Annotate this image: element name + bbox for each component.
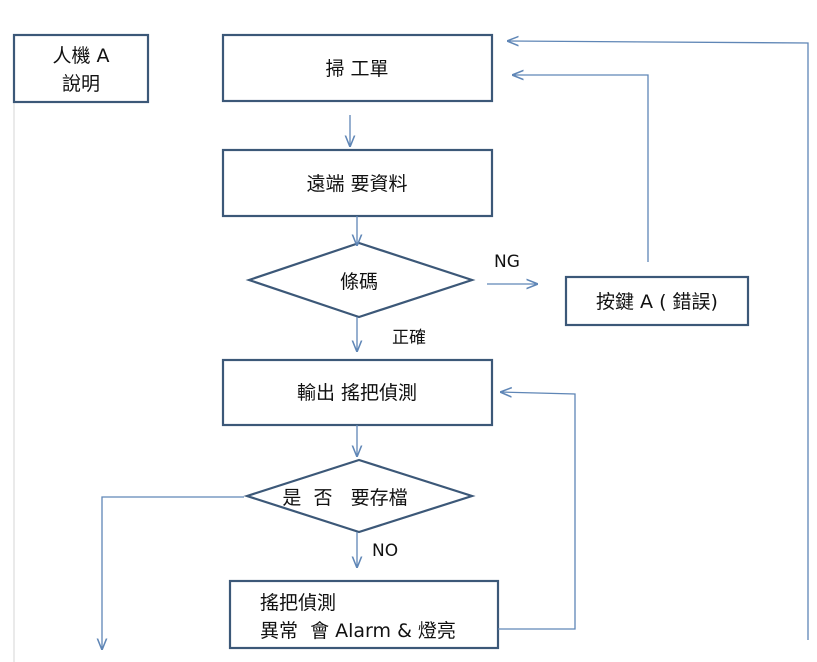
edge-label-no: NO [372, 541, 398, 561]
remote-request-data-label: 遠端 要資料 [306, 173, 407, 195]
edge-label-ng: NG [494, 252, 520, 272]
barcode-decision-label: 條碼 [340, 271, 378, 293]
connector-key-a-back-to-scan [512, 75, 649, 262]
alarm-line-1: 搖把偵測 [260, 592, 336, 614]
remote-request-data-node: 遠端 要資料 [221, 148, 494, 218]
connector-save-yes-exit [102, 496, 244, 650]
scan-work-order-node: 掃 工單 [221, 33, 494, 103]
connector-main-loop-to-scan [507, 41, 809, 640]
legend-line-2: 說明 [62, 73, 100, 95]
edge-label-correct: 正確 [392, 328, 426, 348]
key-a-error-node: 按鍵 A ( 錯誤) [564, 275, 750, 327]
barcode-decision-node: 條碼 [245, 241, 476, 319]
save-decision-node: 是 否 要存檔 [243, 458, 476, 534]
scan-work-order-label: 掃 工單 [325, 58, 388, 80]
key-a-error-label: 按鍵 A ( 錯誤) [596, 291, 718, 313]
alarm-line-2: 異常 會 Alarm & 燈亮 [260, 620, 456, 642]
output-rocker-detect-label: 輸出 搖把偵測 [297, 382, 417, 404]
save-decision-label: 是 否 要存檔 [282, 487, 407, 509]
legend-box: 人機 A 說明 [12, 33, 150, 104]
legend-line-1: 人機 A [52, 45, 109, 67]
connector-alarm-loop-to-output [498, 392, 576, 630]
output-rocker-detect-node: 輸出 搖把偵測 [221, 358, 494, 427]
alarm-node: 搖把偵測 異常 會 Alarm & 燈亮 [228, 579, 500, 650]
